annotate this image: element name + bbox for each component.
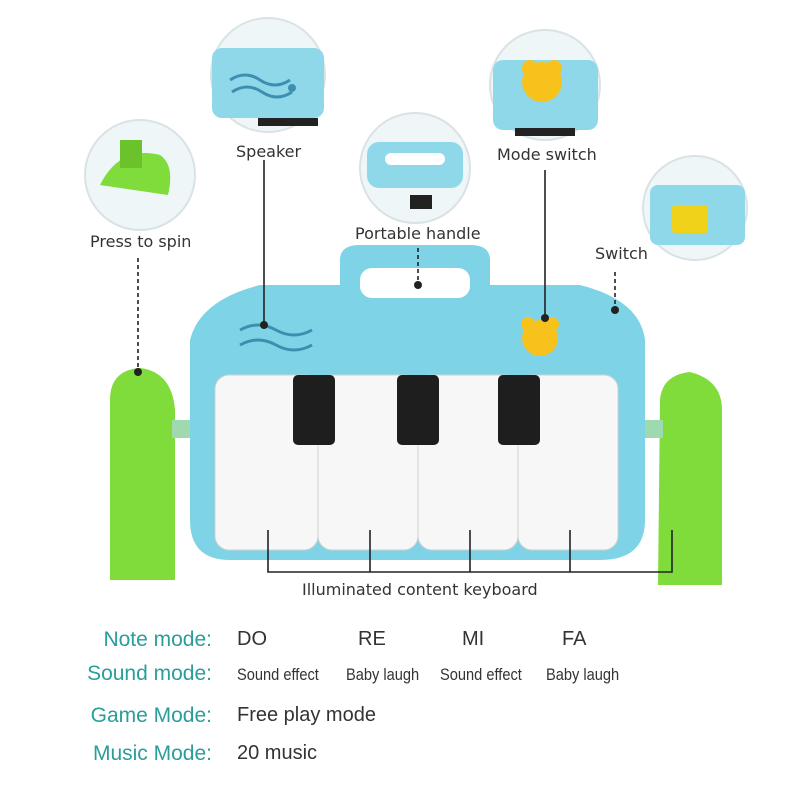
toy-piano-illustration	[84, 17, 748, 585]
mode-switch-detail-circle	[489, 29, 601, 141]
leader-lines	[137, 160, 673, 573]
music-mode-label: Music Mode:	[92, 742, 212, 765]
note-value: MI	[462, 628, 485, 650]
game-mode-row: Game Mode: Free play mode	[0, 704, 800, 738]
note-value: RE	[358, 628, 386, 650]
speaker-detail-circle	[210, 17, 326, 133]
note-mode-row: Note mode: DO RE MI FA	[0, 628, 800, 662]
portable-handle-detail-circle	[359, 112, 471, 224]
keyboard-label: Illuminated content keyboard	[302, 580, 538, 599]
switch-detail-circle	[642, 155, 748, 261]
portable-handle-label: Portable handle	[355, 224, 481, 243]
sound-value: Baby laugh	[346, 665, 420, 684]
game-mode-label: Game Mode:	[90, 704, 212, 727]
sound-mode-label: Sound mode:	[87, 662, 212, 685]
sound-value: Baby laugh	[546, 665, 620, 684]
keyboard	[214, 374, 619, 551]
switch-label: Switch	[595, 244, 648, 263]
left-stand	[110, 368, 190, 580]
speaker-label: Speaker	[236, 142, 302, 161]
sound-value: Sound effect	[237, 665, 319, 684]
sound-mode-row: Sound mode: Sound effect Baby laugh Soun…	[0, 662, 800, 696]
sound-value: Sound effect	[440, 665, 522, 684]
right-stand	[645, 372, 722, 585]
press-to-spin-label: Press to spin	[90, 232, 192, 251]
note-value: DO	[237, 628, 267, 650]
music-mode-row: Music Mode: 20 music	[0, 742, 800, 776]
mode-switch-label: Mode switch	[497, 145, 597, 164]
note-value: FA	[562, 628, 587, 650]
game-mode-value: Free play mode	[237, 704, 376, 726]
press-to-spin-detail-circle	[84, 119, 196, 231]
note-mode-label: Note mode:	[103, 628, 212, 651]
music-mode-value: 20 music	[237, 742, 318, 764]
leader-dots	[134, 281, 619, 376]
